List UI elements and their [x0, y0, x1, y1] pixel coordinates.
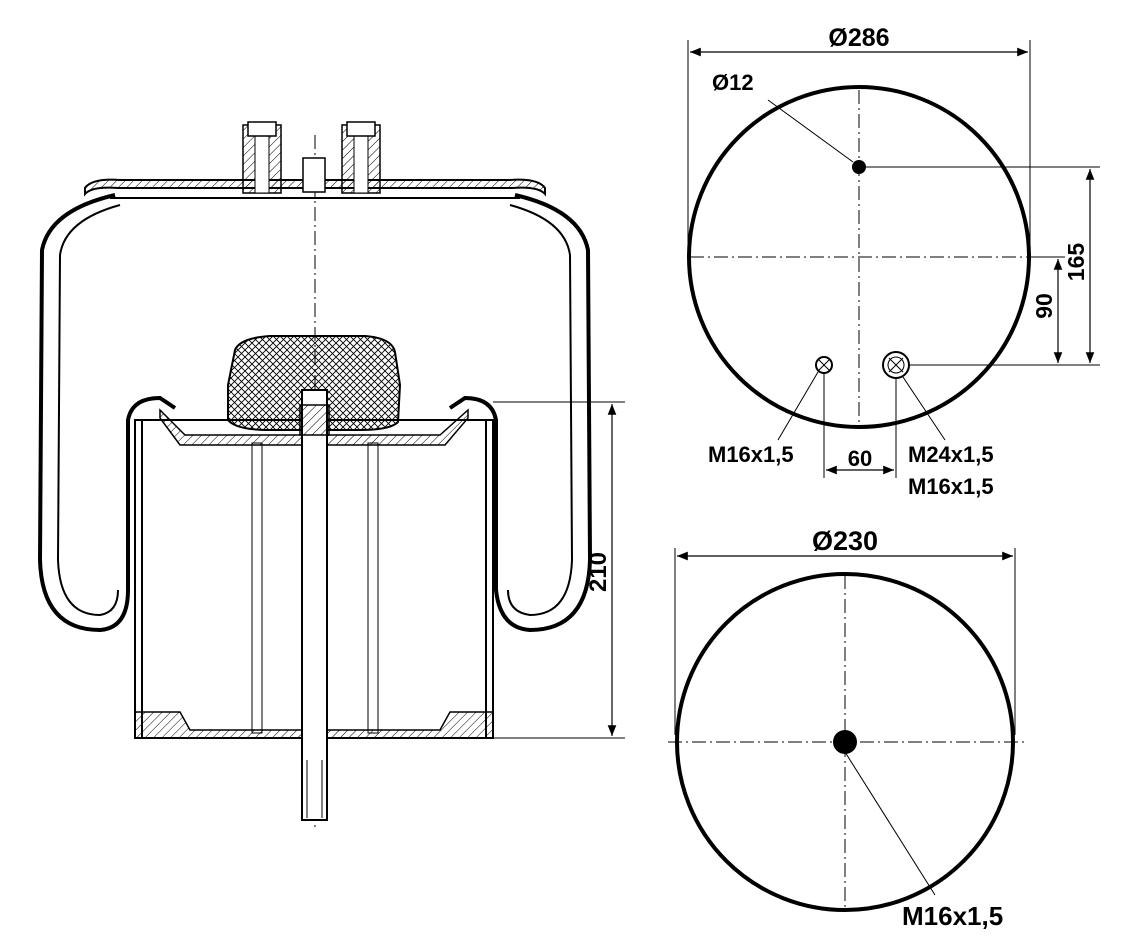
port-left	[815, 356, 833, 374]
piston-top	[159, 408, 469, 446]
spacing-60-label: 60	[848, 446, 872, 471]
bellow-outer-right	[448, 193, 593, 633]
port-left-thread-label: M16x1,5	[708, 442, 794, 467]
bottom-thread-label: M16x1,5	[902, 901, 1003, 931]
top-fitting-left	[242, 121, 282, 194]
top-view: Ø286 Ø12 165 90 60 M16x1,5 M24x	[687, 24, 1100, 499]
offset-165-label: 165	[1063, 243, 1089, 282]
hole-dot	[852, 160, 866, 174]
bump-stop	[227, 335, 402, 431]
hole-diameter-label: Ø12	[712, 70, 754, 95]
top-diameter-label: Ø286	[828, 24, 889, 52]
height-dimension-label: 210	[585, 552, 612, 592]
port-right	[882, 351, 910, 379]
top-stud	[302, 157, 326, 193]
bellow-outer	[37, 193, 177, 633]
bottom-diameter-label: Ø230	[812, 526, 878, 556]
piston-bottom	[134, 711, 494, 739]
offset-90-label: 90	[1031, 293, 1057, 319]
side-view: 210	[37, 121, 625, 830]
port-right-thread-label-1: M24x1,5	[908, 442, 994, 467]
bottom-thread-dot	[833, 730, 857, 754]
port-right-thread-label-2: M16x1,5	[908, 474, 994, 499]
bottom-view: Ø230 M16x1,5	[668, 526, 1025, 931]
top-fitting-right	[341, 121, 381, 194]
central-bolt	[301, 389, 328, 821]
